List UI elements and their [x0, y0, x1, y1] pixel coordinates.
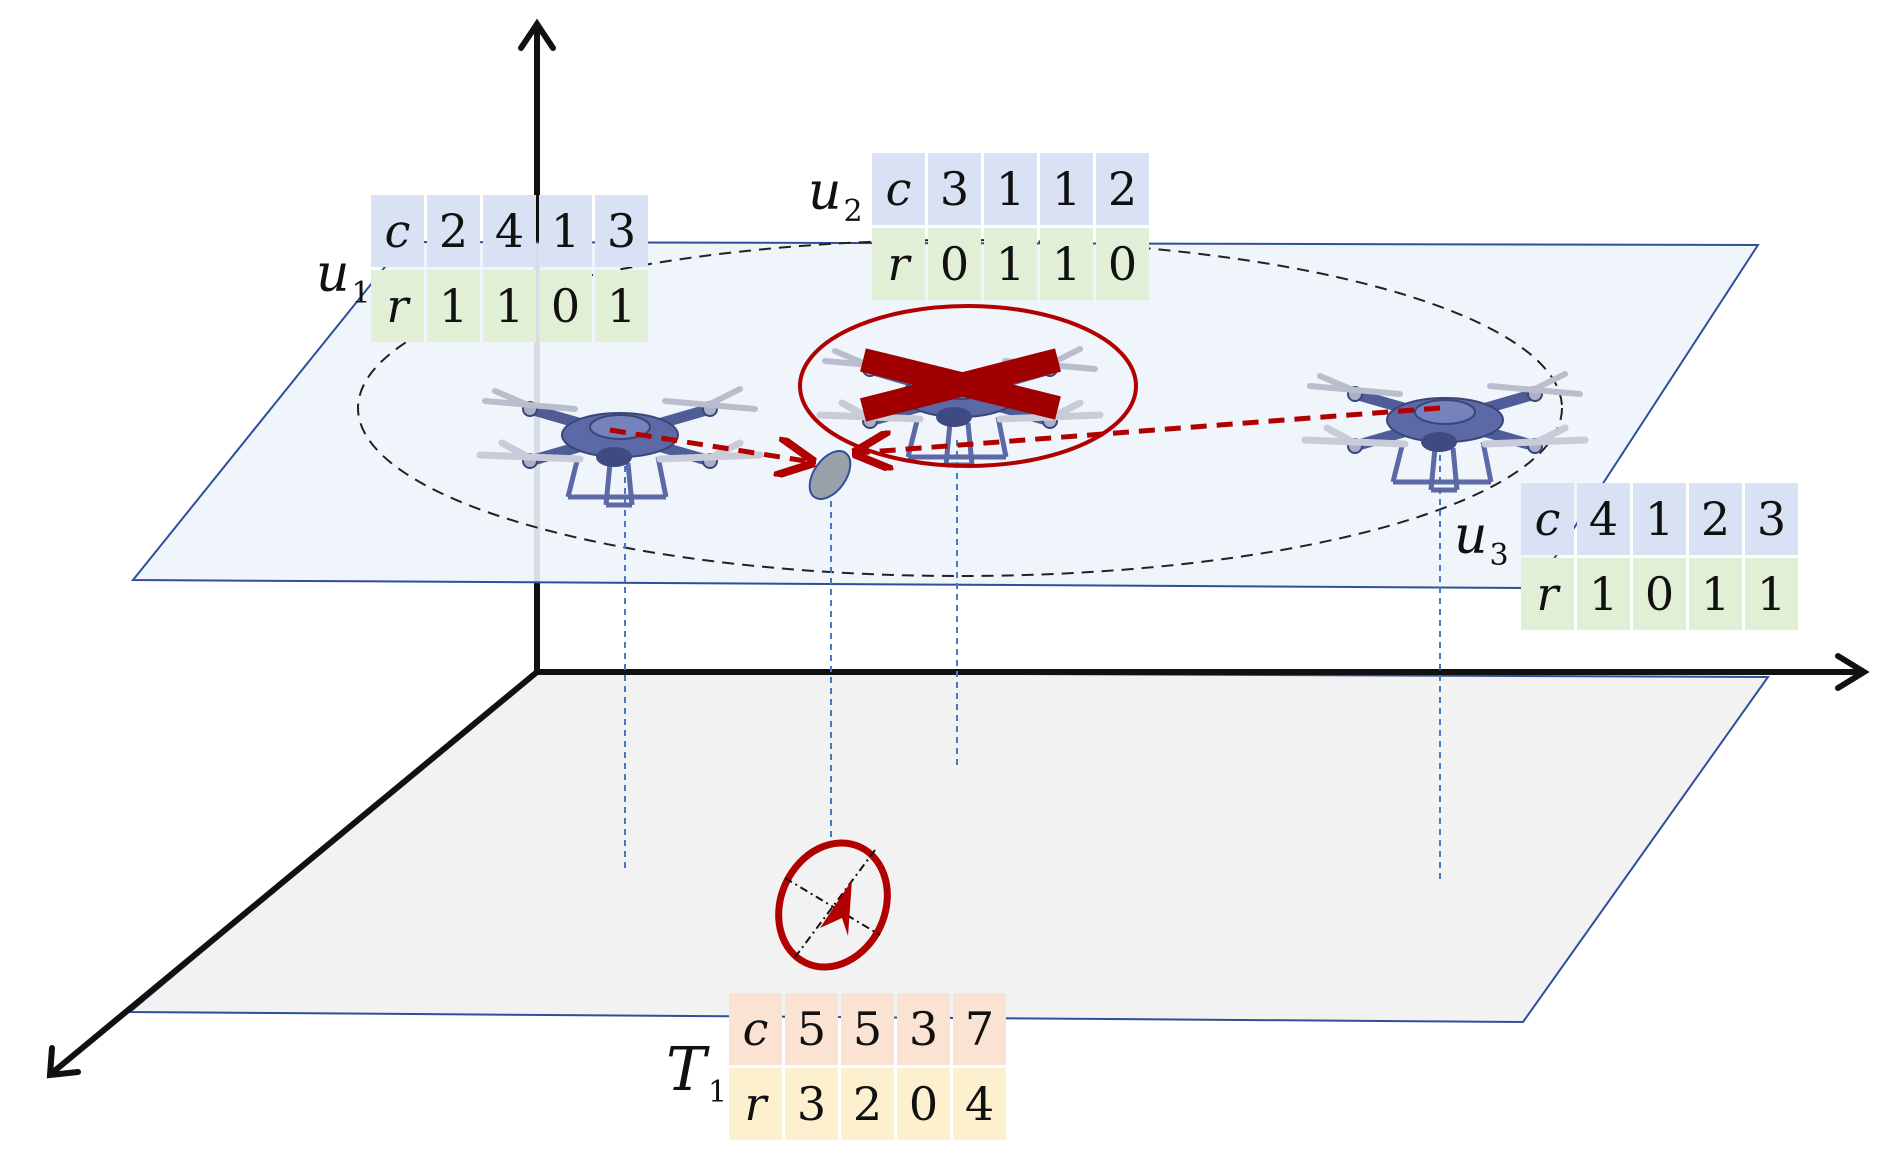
uav-label-u3: u3 [1454, 506, 1509, 573]
uav-label-u2: u2 [808, 162, 863, 229]
failure-cross-icon [860, 348, 1061, 422]
projection-guides [624, 440, 1441, 880]
y-axis [49, 669, 540, 1076]
uav-label-u1: u1 [316, 244, 371, 311]
u3-to-target-arrow [856, 405, 1441, 453]
target-marker-icon [775, 839, 891, 971]
u1-to-target-arrow [609, 427, 812, 462]
failure-ring [798, 304, 1138, 468]
target-label-t1: T1 [666, 1035, 728, 1110]
ground-plane [127, 670, 1770, 1024]
